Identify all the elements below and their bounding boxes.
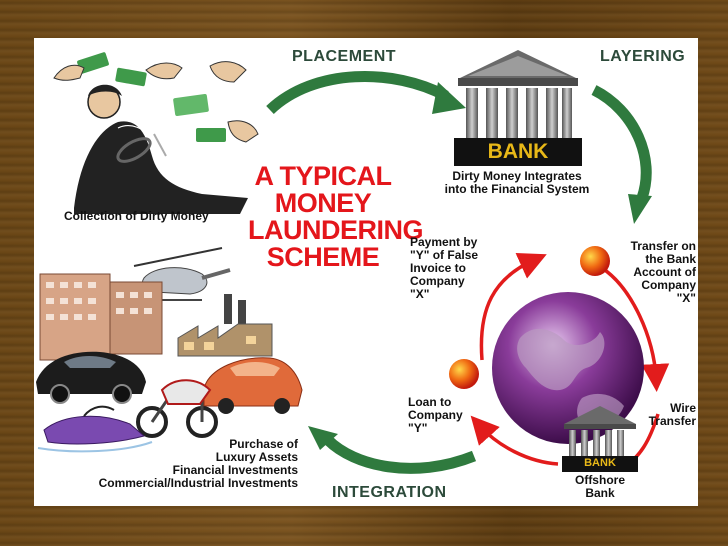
transfer-text: Transfer on the Bank Account of Company … [608, 240, 696, 305]
title-line: A TYPICAL [254, 161, 393, 191]
black-car-icon [36, 351, 146, 404]
offshore-caption-line: Bank [585, 486, 615, 500]
bank-building-icon [454, 50, 582, 166]
payment-line: Company [410, 274, 465, 288]
payment-line: "Y" of False [410, 248, 479, 262]
offshore-caption-line: Offshore [574, 473, 625, 487]
diagram-title: A TYPICAL MONEY LAUNDERING SCHEME [248, 161, 424, 272]
layering-arrow [591, 85, 652, 224]
transfer-ball-icon [580, 246, 610, 276]
purchase-text: Purchase of Luxury Assets Financial Inve… [54, 438, 298, 490]
title-line: SCHEME [266, 242, 380, 272]
loan-text: Loan to Company "Y" [408, 396, 488, 435]
slide: PLACEMENT LAYERING INTEGRATION A TYPICAL… [34, 38, 698, 506]
stage-integration: INTEGRATION [332, 484, 447, 501]
payment-line: Invoice to [410, 261, 467, 275]
bank-caption-line: into the Financial System [444, 182, 590, 196]
purchase-line: Financial Investments [172, 463, 298, 477]
title-line: MONEY [274, 188, 372, 218]
title-line: LAUNDERING [248, 215, 424, 245]
motorcycle-icon [136, 379, 218, 438]
loan-line: Company [408, 408, 463, 422]
diagram-graphics [36, 50, 670, 474]
transfer-line: Company [641, 278, 696, 292]
offshore-bank-icon [562, 406, 638, 472]
placement-arrow [266, 71, 466, 115]
offshore-bank-label: BANK [584, 457, 616, 469]
payment-text: Payment by "Y" of False Invoice to Compa… [410, 236, 500, 301]
stage-layering: LAYERING [600, 48, 686, 65]
red-sports-car-icon [203, 357, 303, 414]
wire-line: Transfer [648, 414, 696, 428]
buildings-icon [39, 273, 163, 361]
loan-line: "Y" [408, 421, 428, 435]
bank-label: BANK [487, 140, 549, 163]
wire-transfer-text: Wire Transfer [634, 402, 696, 428]
money-hands-icon [53, 52, 259, 143]
integration-arrow [308, 426, 477, 474]
bank-caption: Dirty Money Integrates into the Financia… [422, 170, 612, 196]
offshore-caption: Offshore Bank [558, 474, 642, 500]
stage-placement: PLACEMENT [292, 48, 397, 65]
transfer-line: Account of [633, 265, 696, 279]
man-in-car-icon [74, 84, 248, 214]
payment-line: Payment by [410, 235, 478, 249]
transfer-line: "X" [676, 291, 696, 305]
payment-line: "X" [410, 287, 430, 301]
transfer-line: the Bank [645, 252, 696, 266]
jet-ski-icon [37, 405, 153, 453]
purchase-line: Commercial/Industrial Investments [98, 476, 298, 490]
loan-line: Loan to [408, 395, 452, 409]
purchase-line: Luxury Assets [215, 450, 298, 464]
purchase-line: Purchase of [229, 437, 298, 451]
factory-icon [177, 294, 273, 357]
bank-caption-line: Dirty Money Integrates [452, 169, 582, 183]
loan-ball-icon [449, 359, 479, 389]
collection-caption: Collection of Dirty Money [64, 209, 209, 223]
transfer-line: Transfer on [630, 239, 696, 253]
wire-line: Wire [670, 401, 696, 415]
